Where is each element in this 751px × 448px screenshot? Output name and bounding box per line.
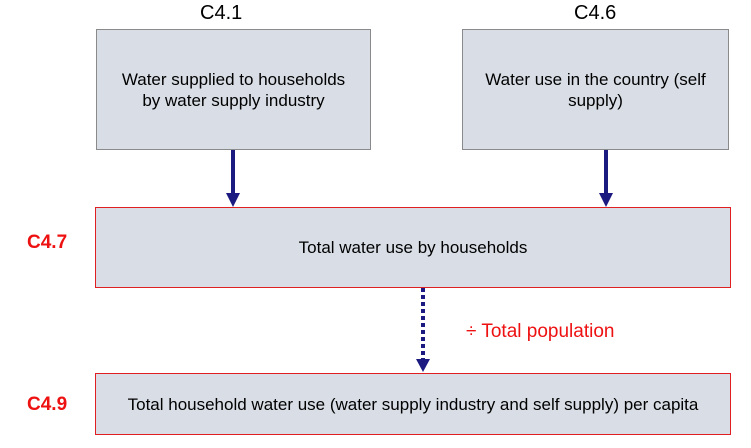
- arrow-c46-to-c47: [599, 150, 613, 207]
- arrow-c41-to-c47: [226, 150, 240, 207]
- dotted-arrow-c47-to-c49: [416, 288, 430, 372]
- code-c49: C4.9: [27, 394, 68, 415]
- box-household-water-use-per-capita: Total household water use (water supply …: [95, 373, 731, 435]
- box-water-supplied: Water supplied to households by water su…: [96, 29, 371, 150]
- code-c41: C4.1: [200, 2, 243, 24]
- operation-label: ÷ Total population: [466, 321, 615, 342]
- code-c47: C4.7: [27, 232, 68, 253]
- code-c46: C4.6: [574, 2, 617, 24]
- box-total-water-use-households: Total water use by households: [95, 207, 731, 288]
- box-water-use-self-supply: Water use in the country (self supply): [462, 29, 729, 150]
